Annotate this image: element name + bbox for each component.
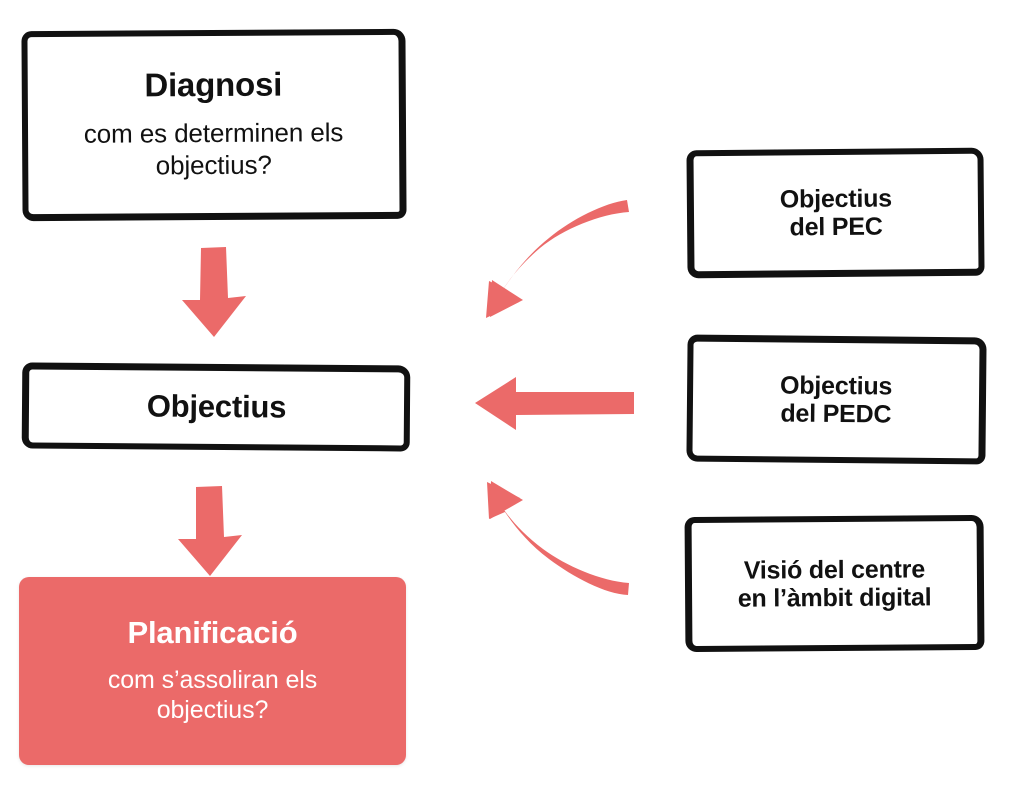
node-objectius-pedc-line2: del PEDC <box>780 399 892 429</box>
node-objectius[interactable]: Objectius <box>21 362 411 452</box>
node-planificacio-title: Planificació <box>127 615 298 651</box>
node-objectius-pec-title: Objectius del PEC <box>780 184 893 241</box>
node-visio[interactable]: Visió del centre en l’àmbit digital <box>684 514 985 653</box>
node-objectius-pec-line1: Objectius <box>779 184 893 213</box>
node-planificacio[interactable]: Planificació com s’assoliran els objecti… <box>19 577 406 765</box>
arrow-visio-to-objectius <box>487 481 629 595</box>
node-planificacio-subtitle: com s’assoliran els objectius? <box>108 665 317 726</box>
node-diagnosi[interactable]: Diagnosi com es determinen els objectius… <box>21 28 407 222</box>
arrow-pec-to-objectius <box>486 200 629 318</box>
node-visio-title: Visió del centre en l’àmbit digital <box>737 554 932 613</box>
node-diagnosi-subtitle-line1: com es determinen els <box>83 117 344 150</box>
arrow-diagnosi-to-objectius <box>182 247 246 337</box>
node-objectius-pedc-line1: Objectius <box>779 371 893 401</box>
node-diagnosi-subtitle-line2: objectius? <box>155 149 272 181</box>
arrow-objectius-to-planificacio <box>178 486 242 576</box>
node-planificacio-subtitle-line1: com s’assoliran els <box>107 665 318 694</box>
node-visio-line1: Visió del centre <box>743 554 926 585</box>
node-visio-line2: en l’àmbit digital <box>737 582 932 613</box>
node-objectius-pec-line2: del PEC <box>789 212 883 241</box>
node-diagnosi-title: Diagnosi <box>144 65 283 104</box>
node-planificacio-subtitle-line2: objectius? <box>156 696 269 725</box>
node-objectius-title: Objectius <box>146 388 287 425</box>
node-objectius-pec[interactable]: Objectius del PEC <box>686 147 985 279</box>
node-diagnosi-subtitle: com es determinen els objectius? <box>84 117 344 182</box>
node-objectius-pedc-title: Objectius del PEDC <box>779 371 893 429</box>
node-objectius-pedc[interactable]: Objectius del PEDC <box>686 334 987 465</box>
arrow-pedc-to-objectius <box>475 377 634 430</box>
